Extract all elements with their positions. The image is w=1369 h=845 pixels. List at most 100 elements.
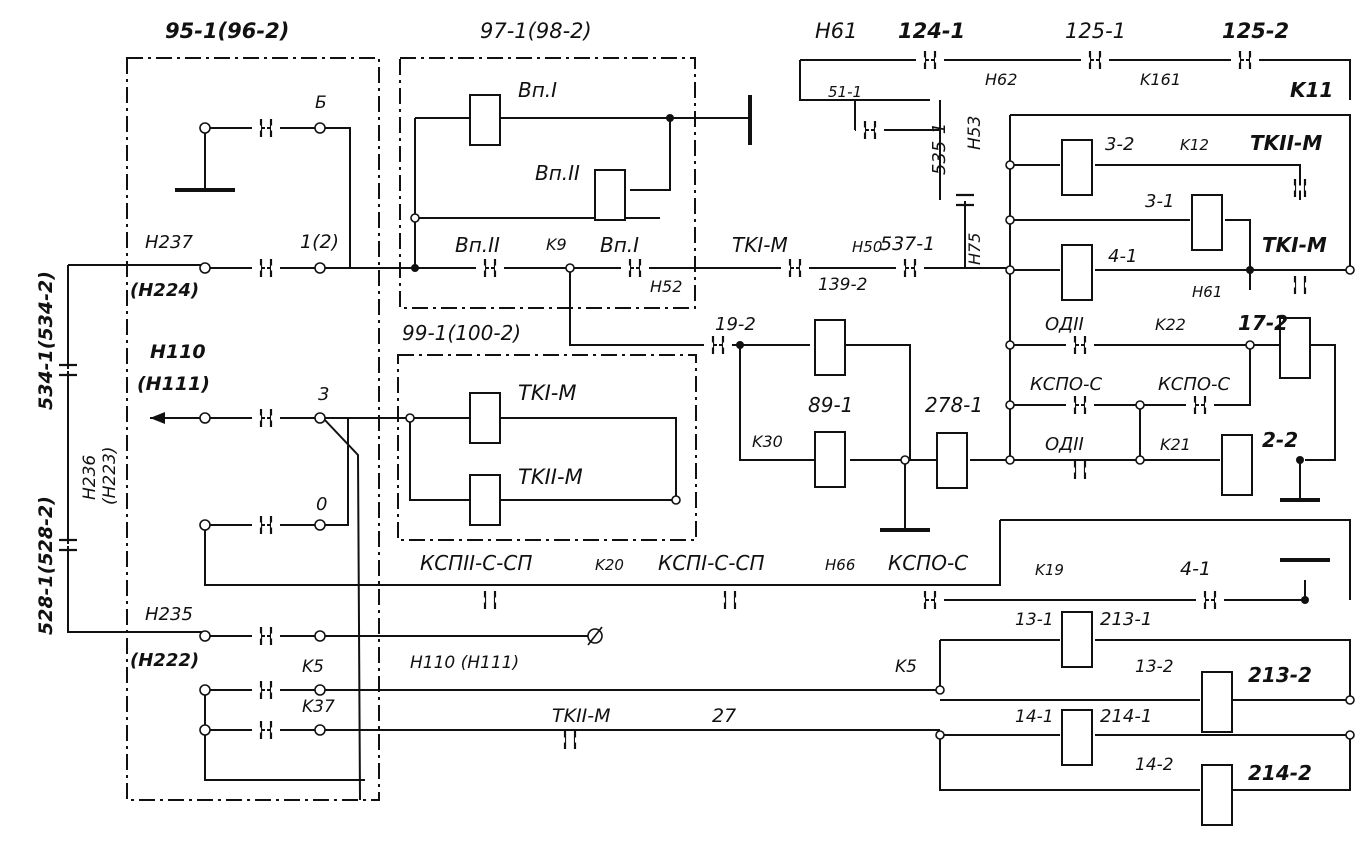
label-125-2: 125-2 xyxy=(1222,19,1289,43)
label-h222: (H222) xyxy=(130,650,199,671)
contact-k5 xyxy=(252,681,280,699)
label-vp1: Вп.I xyxy=(518,78,557,102)
label-h237: H237 xyxy=(145,232,193,253)
contact-kspo-c1 xyxy=(1066,396,1094,414)
contact-537-1 xyxy=(896,259,924,277)
label-19-2: 19-2 xyxy=(715,314,756,335)
junction-dots xyxy=(411,114,1309,604)
label-vp2: Вп.II xyxy=(535,161,580,185)
contact-kspo-c2 xyxy=(1186,396,1214,414)
terminal-slash xyxy=(587,626,603,646)
coil-13-1 xyxy=(1061,611,1093,668)
label-537-1: 537-1 xyxy=(880,233,935,255)
contacts xyxy=(59,51,1314,749)
label-213-1: 213-1 xyxy=(1100,609,1152,630)
coil-17-2 xyxy=(1279,317,1311,379)
label-h62: H62 xyxy=(985,70,1017,89)
coil-13-2 xyxy=(1201,671,1233,733)
coil-3-2 xyxy=(1061,139,1093,196)
label-kspi-c-sp: КСПI-С-СП xyxy=(658,551,765,575)
label-h50: H50 xyxy=(852,238,882,256)
label-h110-h111: H110 (H111) xyxy=(410,653,519,673)
contact-1-2 xyxy=(252,259,280,277)
coil-278-1 xyxy=(936,432,968,489)
contact-tkii-m-bot xyxy=(556,731,584,749)
contact-odii2 xyxy=(1066,461,1094,479)
label-h66: H66 xyxy=(825,556,855,574)
label-contact-b: Б xyxy=(315,93,327,113)
label-k30: K30 xyxy=(752,432,783,451)
label-213-2: 213-2 xyxy=(1248,663,1312,687)
label-k11: K11 xyxy=(1290,78,1333,102)
contact-124-1 xyxy=(916,51,944,69)
label-k22: K22 xyxy=(1155,315,1186,334)
label-k12: K12 xyxy=(1180,136,1209,154)
contact-b xyxy=(252,119,280,137)
coil-89-1 xyxy=(814,431,846,488)
ground-bars xyxy=(175,95,1330,562)
contact-tki-m xyxy=(781,259,809,277)
label-h110: H110 xyxy=(150,341,206,363)
coil-vp2 xyxy=(594,169,626,221)
label-124-1: 124-1 xyxy=(898,19,965,43)
contact-h235 xyxy=(252,627,280,645)
label-tki-m: TKI-M xyxy=(518,381,577,405)
label-k9: K9 xyxy=(546,235,567,254)
label-h53: H53 xyxy=(965,116,985,150)
panel-95-frame xyxy=(126,57,380,801)
contact-0 xyxy=(252,516,280,534)
coil-14-2 xyxy=(1201,764,1233,826)
label-vp1-contact: Вп.I xyxy=(600,233,639,257)
contact-4-1b xyxy=(1196,591,1224,609)
label-h61-top: H61 xyxy=(815,19,858,43)
label-k19: K19 xyxy=(1035,561,1064,579)
coil-4-1 xyxy=(1061,244,1093,301)
contact-125-1 xyxy=(1081,51,1109,69)
label-vp2-contact: Вп.II xyxy=(455,233,500,257)
contact-51-1 xyxy=(856,121,884,139)
contact-vp2 xyxy=(476,259,504,277)
coil-tkii-m xyxy=(469,474,501,526)
label-block-99: 99-1(100-2) xyxy=(402,321,521,345)
coil-vp1 xyxy=(469,94,501,146)
label-odii: ОДII xyxy=(1045,314,1084,335)
label-139-2: 139-2 xyxy=(818,275,867,295)
labels: 95-1(96-2) 97-1(98-2) 99-1(100-2) Б 1(2)… xyxy=(35,19,1333,785)
coil-14-1 xyxy=(1061,709,1093,766)
label-tkii-m: TKII-M xyxy=(518,465,583,489)
contact-odii xyxy=(1066,336,1094,354)
coil-19-2 xyxy=(814,319,846,376)
panel-99-frame xyxy=(397,354,697,541)
label-h235: H235 xyxy=(145,604,193,625)
label-k5-right: K5 xyxy=(895,657,917,677)
contact-125-2 xyxy=(1231,51,1259,69)
label-tki-m-right: TKI-M xyxy=(1262,233,1327,257)
label-51-1: 51-1 xyxy=(828,83,862,101)
label-27: 27 xyxy=(712,705,736,727)
label-14-1: 14-1 xyxy=(1015,707,1054,727)
wires xyxy=(67,59,1351,801)
label-contact-1-2: 1(2) xyxy=(300,231,339,253)
label-k21: K21 xyxy=(1160,435,1191,454)
label-h75: H75 xyxy=(965,233,984,265)
label-13-1: 13-1 xyxy=(1015,610,1054,630)
label-tkii-m-top: TKII-M xyxy=(1250,131,1322,155)
label-4-1: 4-1 xyxy=(1108,246,1137,267)
label-214-2: 214-2 xyxy=(1248,761,1312,785)
label-528: 528-1(528-2) xyxy=(35,496,57,635)
terminals xyxy=(199,122,1355,740)
relay-coils xyxy=(469,94,1311,826)
label-contact-k5: K5 xyxy=(302,657,324,677)
label-3-2: 3-2 xyxy=(1105,134,1134,155)
label-block-95: 95-1(96-2) xyxy=(165,19,289,43)
label-contact-k37: K37 xyxy=(302,697,335,717)
label-odii2: ОДII xyxy=(1045,434,1084,455)
label-h111: (H111) xyxy=(137,373,210,395)
coil-3-1 xyxy=(1191,194,1223,251)
label-4-1b: 4-1 xyxy=(1180,558,1211,580)
contact-3 xyxy=(252,409,280,427)
label-kspii-c-sp: КСПII-С-СП xyxy=(420,551,532,575)
label-k161: K161 xyxy=(1140,70,1181,89)
label-2-2: 2-2 xyxy=(1262,428,1298,452)
